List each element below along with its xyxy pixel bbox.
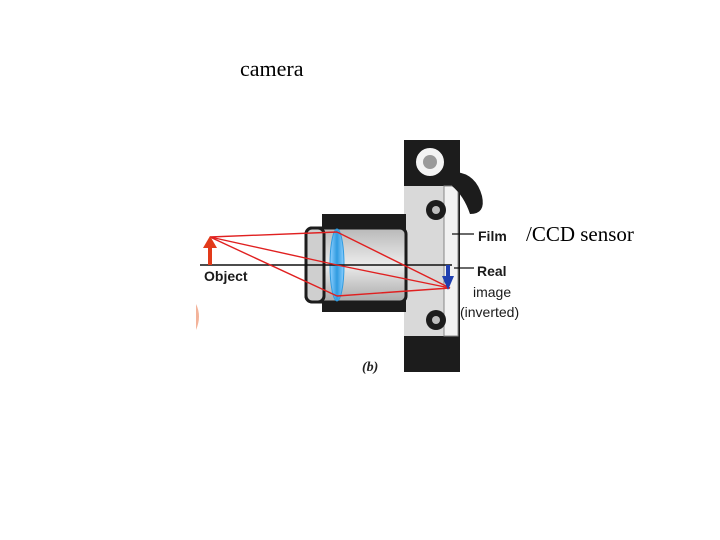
screw-top-icon <box>426 200 446 220</box>
screw-bottom-icon <box>426 310 446 330</box>
object-label: Object <box>204 268 248 284</box>
film-label: Film <box>478 228 507 244</box>
edge-artifact <box>196 304 199 330</box>
object-arrow-icon <box>203 236 217 265</box>
image-label: image <box>473 284 512 300</box>
figure-caption: (b) <box>362 360 379 375</box>
camera-title: camera <box>240 56 304 81</box>
camera-body <box>304 140 460 372</box>
strap-icon <box>452 172 483 214</box>
real-label: Real <box>477 263 507 279</box>
inverted-label: (inverted) <box>460 304 520 320</box>
viewfinder-knob-icon <box>412 144 448 180</box>
ccd-sensor-text: /CCD sensor <box>526 222 634 246</box>
image-arrow-icon <box>442 265 454 290</box>
light-rays <box>209 231 451 297</box>
